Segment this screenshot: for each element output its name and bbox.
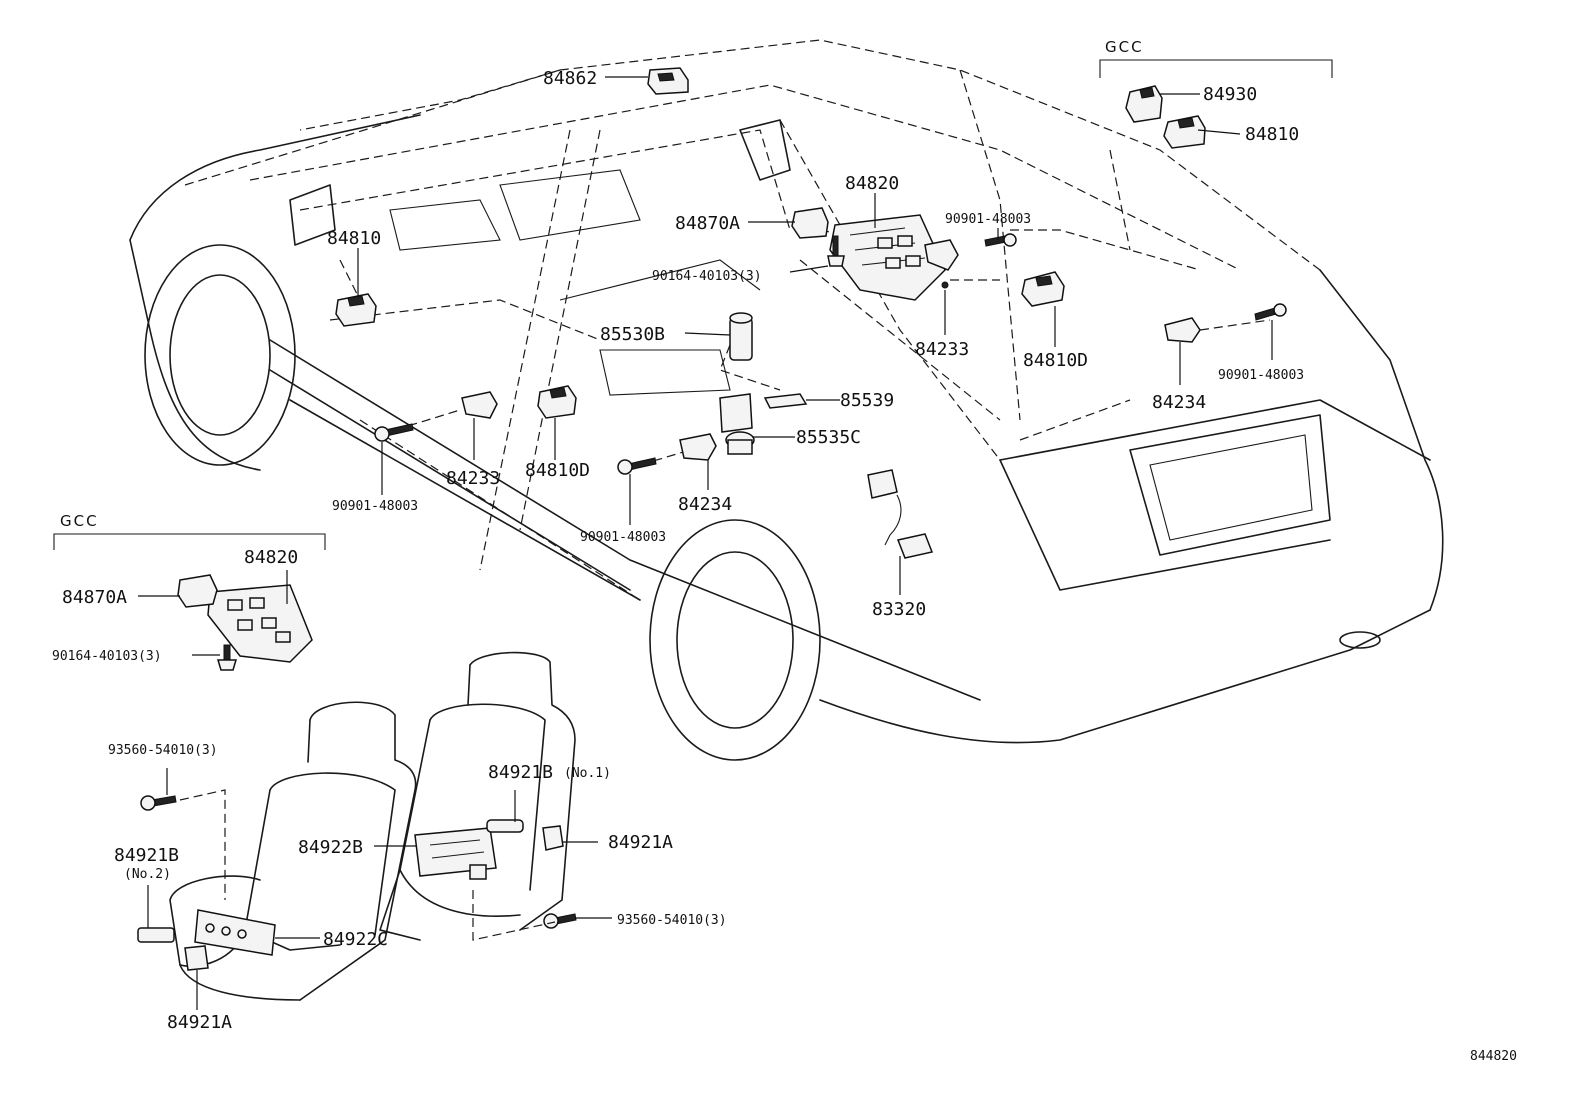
part-84922B-seat-switch: [414, 827, 497, 880]
part-84870A-switch: [791, 207, 829, 239]
screw-90164-gcc: [216, 644, 238, 671]
screw-90901-mid: [617, 457, 657, 475]
label-84870A-main: 84870A: [675, 213, 740, 234]
screw-93560-right: [543, 913, 577, 929]
license-plate-recess: [1129, 414, 1331, 556]
label-85530B: 85530B: [600, 324, 665, 345]
part-84810-gcc-switch: [1163, 115, 1206, 149]
part-84810D-right-switch: [1021, 271, 1065, 307]
label-90164-main: 90164-40103(3): [652, 269, 762, 284]
part-84234-left-lamp: [679, 433, 717, 461]
part-84820-master-switch: [829, 214, 946, 301]
screw-90901-right: [1254, 303, 1287, 321]
label-84922B: 84922B: [298, 837, 363, 858]
label-83320: 83320: [872, 599, 926, 620]
part-84921A-bottom-knob: [184, 945, 209, 971]
front-left-wheel: [144, 244, 296, 466]
label-84810D-left: 84810D: [525, 460, 590, 481]
label-90901-right: 90901-48003: [1218, 368, 1304, 383]
label-84233-right: 84233: [915, 339, 969, 360]
label-84810D-right: 84810D: [1023, 350, 1088, 371]
label-93560-left: 93560-54010(3): [108, 743, 218, 758]
part-84921A-right-knob: [542, 825, 564, 851]
part-84921B-no1-knob: [486, 819, 524, 833]
label-84930: 84930: [1203, 84, 1257, 105]
label-84921A-right: 84921A: [608, 832, 673, 853]
screw-90901-top: [984, 233, 1017, 247]
part-84810D-left-switch: [537, 385, 577, 419]
label-84921B-no2: 84921B: [114, 845, 179, 866]
leader-lines: [138, 76, 1273, 1010]
gcc-label-left: GCC: [60, 512, 99, 530]
gcc-bracket-left: GCC: [53, 512, 326, 550]
part-84233-right-lamp: [924, 239, 959, 289]
figure-id: 844820: [1470, 1049, 1517, 1064]
gcc-label-top: GCC: [1105, 38, 1144, 56]
part-84930-switch: [1125, 85, 1163, 123]
part-85539-plate: [763, 393, 808, 409]
screw-93560-left: [140, 795, 177, 811]
part-84234-right-lamp: [1164, 317, 1201, 343]
part-84862-switch: [647, 67, 689, 95]
label-84234-left: 84234: [678, 494, 732, 515]
part-84233-left-lamp: [461, 391, 498, 419]
label-84820-gcc: 84820: [244, 547, 298, 568]
label-90901-mid: 90901-48003: [580, 530, 666, 545]
label-84810-left: 84810: [327, 228, 381, 249]
label-90901-top: 90901-48003: [945, 212, 1031, 227]
rear-left-wheel: [649, 519, 821, 761]
label-84234-right: 84234: [1152, 392, 1206, 413]
part-85530B-lighter: [729, 312, 753, 361]
label-84233-left: 84233: [446, 468, 500, 489]
part-85535C-socket: [719, 393, 755, 455]
label-85539: 85539: [840, 390, 894, 411]
part-84810-left-switch: [335, 293, 377, 327]
part-84921B-no2-knob: [137, 927, 175, 943]
part-labels: 84862 84930 84810 84820 84870A 90901-480…: [52, 68, 1517, 1064]
gcc-bracket-top-right: GCC: [1099, 38, 1333, 78]
screw-90901-left: [374, 423, 414, 442]
label-85535C: 85535C: [796, 427, 861, 448]
label-84921A-bottom: 84921A: [167, 1012, 232, 1033]
label-84820-main: 84820: [845, 173, 899, 194]
label-90901-left: 90901-48003: [332, 499, 418, 514]
part-83320-sensor: [867, 469, 934, 559]
label-84810-gcc: 84810: [1245, 124, 1299, 145]
label-84922C: 84922C: [323, 929, 388, 950]
label-93560-right: 93560-54010(3): [617, 913, 727, 928]
label-84862: 84862: [543, 68, 597, 89]
label-84921B-no1: 84921B: [488, 762, 553, 783]
label-84921B-no1-note: (No.1): [564, 766, 611, 781]
seat-connection-lines: [179, 789, 556, 941]
part-84820-gcc-master-switch: [207, 584, 313, 663]
part-84870A-gcc-switch: [177, 574, 218, 608]
part-84922C-seat-switch: [194, 909, 276, 956]
car-body-outline: [129, 39, 1444, 761]
label-84921B-no2-note: (No.2): [124, 867, 171, 882]
screw-90164-main: [827, 235, 845, 267]
label-84870A-gcc: 84870A: [62, 587, 127, 608]
label-90164-gcc: 90164-40103(3): [52, 649, 162, 664]
